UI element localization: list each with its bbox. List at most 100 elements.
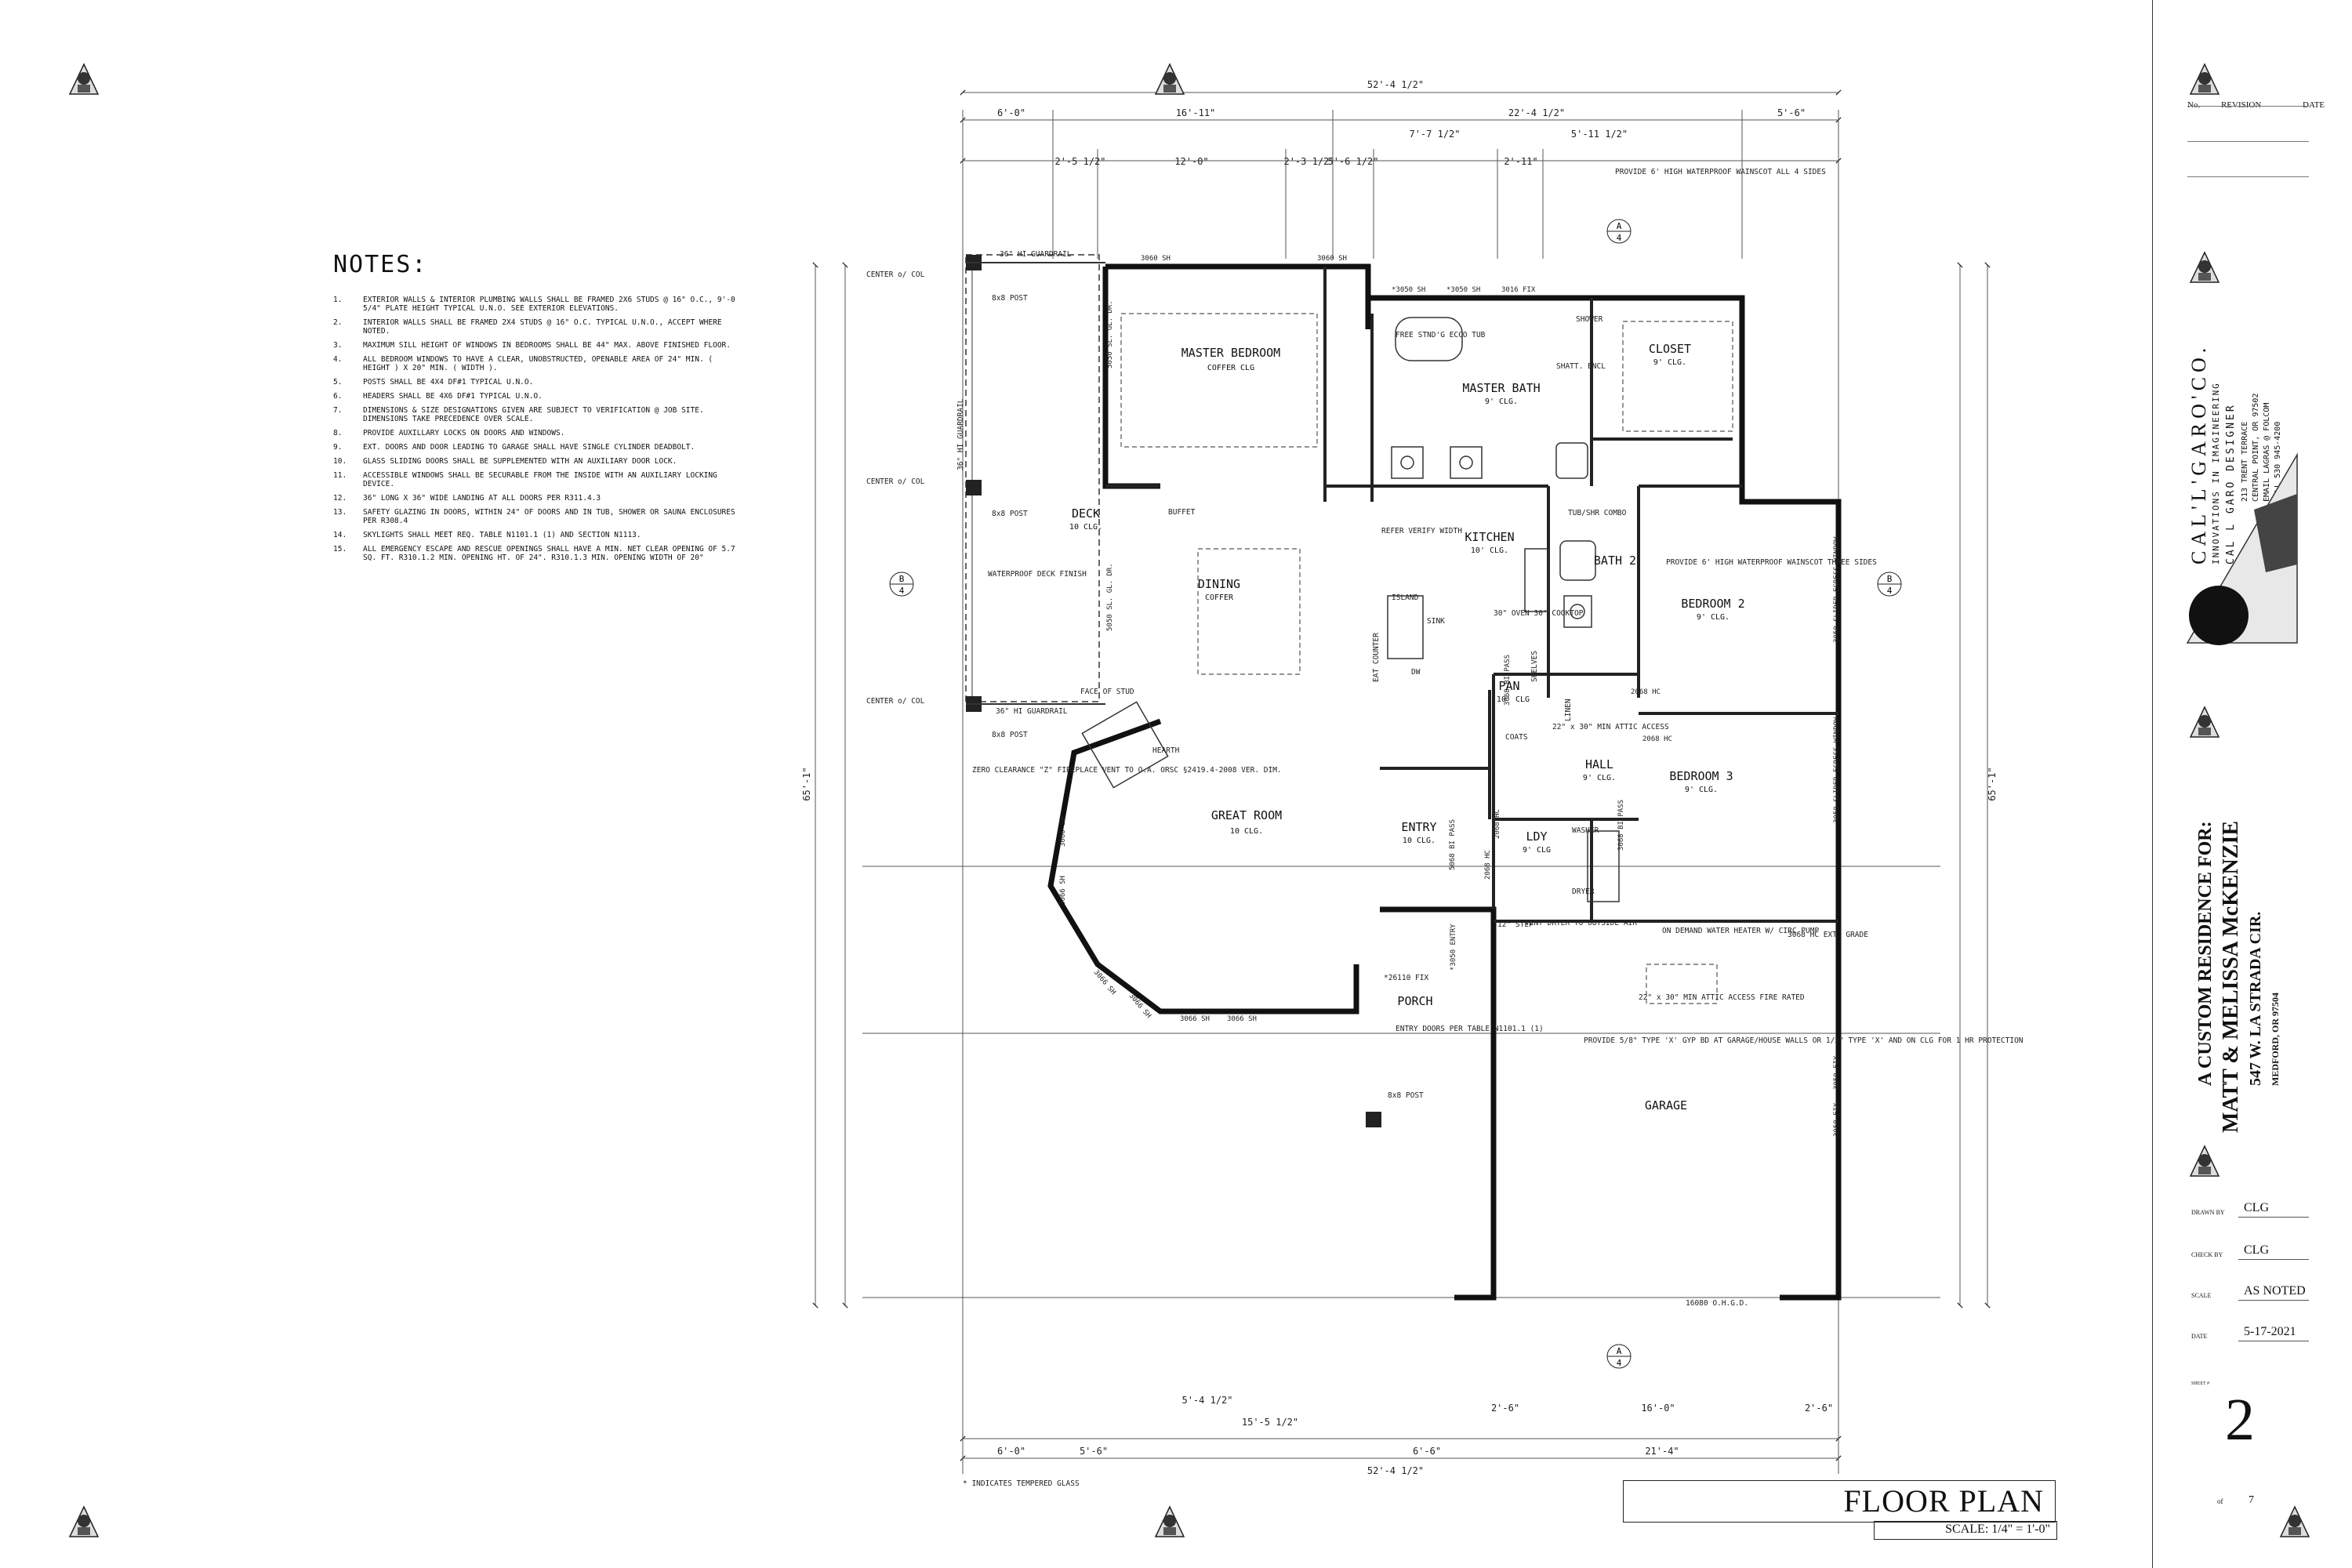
svg-text:8x8 POST: 8x8 POST (1388, 1091, 1424, 1100)
note-item: 7. DIMENSIONS & SIZE DESIGNATIONS GIVEN A… (333, 406, 741, 423)
svg-text:9' CLG.: 9' CLG. (1697, 613, 1730, 622)
svg-text:PORCH: PORCH (1397, 994, 1432, 1008)
note-number: 2. (333, 318, 343, 327)
project-address: 547 W. LA STRADA CIR. (2247, 911, 2264, 1086)
svg-text:LDY: LDY (1526, 829, 1547, 844)
window-door-tag: 3066 SH (1180, 1015, 1210, 1023)
client-name: MATT & MELISSA McKENZIE (2219, 820, 2243, 1133)
note-text: DIMENSIONS & SIZE DESIGNATIONS GIVEN ARE… (363, 406, 704, 423)
window-door-tag: 2068 HC (1631, 688, 1661, 696)
svg-text:REFER VERIFY WIDTH: REFER VERIFY WIDTH (1381, 527, 1462, 535)
svg-text:52'-4 1/2": 52'-4 1/2" (1367, 1465, 1424, 1476)
revision-line-1 (2187, 106, 2309, 107)
window-door-tag: 2068 HC (1484, 850, 1492, 880)
drawn-by-label: DRAWN BY (2191, 1209, 2225, 1216)
window-door-tag: *3050 ENTRY (1450, 924, 1457, 971)
svg-text:4: 4 (1617, 1358, 1622, 1368)
room-bedroom-2: BEDROOM 2 9' CLG. (1681, 597, 1744, 622)
note-number: 7. (333, 406, 343, 415)
svg-text:4: 4 (1887, 586, 1893, 596)
company-logo (2186, 452, 2298, 645)
svg-text:COFFER CLG: COFFER CLG (1207, 364, 1254, 372)
room-bath-2: BATH 2 (1594, 554, 1636, 568)
svg-text:COFFER: COFFER (1205, 593, 1234, 602)
mascot-stamp-icon (1154, 63, 1185, 95)
note-number: 11. (333, 471, 347, 480)
revision-line-2 (2187, 141, 2309, 142)
svg-text:GREAT ROOM: GREAT ROOM (1211, 808, 1282, 822)
svg-text:SINK: SINK (1427, 617, 1445, 626)
note-text: ALL EMERGENCY ESCAPE AND RESCUE OPENINGS… (363, 545, 735, 562)
svg-text:52'-4 1/2": 52'-4 1/2" (1367, 79, 1424, 90)
note-text: ALL BEDROOM WINDOWS TO HAVE A CLEAR, UNO… (363, 355, 713, 372)
svg-text:6'-0": 6'-0" (997, 1446, 1025, 1457)
section-markers: A4 A4 B4 B4 (889, 219, 1902, 1369)
svg-text:10' CLG: 10' CLG (1497, 695, 1530, 704)
svg-text:KITCHEN: KITCHEN (1465, 530, 1514, 544)
svg-text:PROVIDE 6' HIGH WATERPROOF WAI: PROVIDE 6' HIGH WATERPROOF WAINSCOT ALL … (1615, 168, 1826, 176)
note-item: 14.SKYLIGHTS SHALL MEET REQ. TABLE N1101… (333, 531, 741, 539)
note-text: 36" LONG x 36" WIDE LANDING AT ALL DOORS… (363, 494, 601, 503)
svg-text:6'-6": 6'-6" (1413, 1446, 1441, 1457)
svg-text:22" x 30" MIN ATTIC ACCESS FIR: 22" x 30" MIN ATTIC ACCESS FIRE RATED (1639, 993, 1805, 1002)
svg-text:* INDICATES TEMPERED GLASS: * INDICATES TEMPERED GLASS (963, 1479, 1080, 1488)
note-item: 9.EXT. DOORS AND DOOR LEADING TO GARAGE … (333, 443, 741, 452)
svg-text:5'-6 1/2": 5'-6 1/2" (1327, 156, 1378, 167)
svg-text:5'-6": 5'-6" (1080, 1446, 1108, 1457)
revision-header: No. REVISION DATE (2187, 100, 2325, 110)
window-door-tag: 3060 SH (1141, 255, 1171, 263)
svg-text:DW: DW (1411, 668, 1421, 677)
svg-text:5'-4 1/2": 5'-4 1/2" (1181, 1395, 1232, 1406)
svg-text:9' CLG.: 9' CLG. (1685, 786, 1718, 794)
note-number: 12. (333, 494, 347, 503)
sheet-total: 7 (2249, 1494, 2254, 1506)
dimension-labels: 52'-4 1/2" 6'-0" 16'-11" 22'-4 1/2" 5'-6… (801, 79, 1998, 1476)
mascot-stamp-icon (2189, 251, 2220, 283)
svg-text:SHELVES: SHELVES (1530, 651, 1539, 682)
notes-list: 1.EXTERIOR WALLS & INTERIOR PLUMBING WAL… (333, 296, 741, 562)
window-door-tag: 3060 SH (1317, 255, 1347, 263)
svg-text:8x8 POST: 8x8 POST (992, 731, 1028, 739)
title-block (2152, 0, 2352, 1568)
svg-text:SHOWER: SHOWER (1576, 315, 1603, 324)
svg-text:36" HI GUARDRAIL: 36" HI GUARDRAIL (956, 398, 965, 470)
interior-walls (1105, 267, 1838, 923)
mascot-stamp-icon (2189, 63, 2220, 95)
note-number: 6. (333, 392, 343, 401)
window-door-tag: 3050 FIX (1833, 1055, 1841, 1090)
note-number: 8. (333, 429, 343, 437)
deck-outline (965, 254, 1100, 702)
mascot-stamp-icon (2279, 1505, 2310, 1537)
svg-text:65'-1": 65'-1" (801, 767, 812, 800)
notes-heading: NOTES: (333, 251, 428, 278)
note-item: 13. SAFETY GLAZING IN DOORS, WITHIN 24" O… (333, 508, 741, 525)
svg-text:2'-6": 2'-6" (1491, 1403, 1519, 1414)
note-text: SAFETY GLAZING IN DOORS, WITHIN 24" OF D… (363, 508, 735, 525)
window-door-tag: 2068 HC (1494, 809, 1501, 839)
revision-line-3 (2187, 176, 2309, 177)
svg-text:2'-6": 2'-6" (1805, 1403, 1833, 1414)
svg-text:CENTER o/ COL: CENTER o/ COL (866, 697, 925, 706)
check-by-line (2238, 1259, 2309, 1260)
drawing-title-box: FLOOR PLAN (1623, 1480, 2056, 1523)
room-dining: DINING COFFER (1198, 577, 1240, 602)
svg-text:COATS: COATS (1505, 733, 1528, 742)
note-number: 13. (333, 508, 347, 517)
scale-value: AS NOTED (2244, 1284, 2306, 1298)
svg-text:DINING: DINING (1198, 577, 1240, 591)
window-door-tag: 3066 SH (1227, 1015, 1257, 1023)
svg-text:HALL: HALL (1585, 757, 1613, 771)
sheet-of-label: of (2217, 1497, 2223, 1505)
svg-text:B: B (1887, 574, 1893, 584)
svg-text:BEDROOM 2: BEDROOM 2 (1681, 597, 1744, 611)
note-item: 3.MAXIMUM SILL HEIGHT OF WINDOWS IN BEDR… (333, 341, 741, 350)
svg-text:5'-11 1/2": 5'-11 1/2" (1571, 129, 1628, 140)
svg-text:ENTRY: ENTRY (1401, 820, 1436, 834)
svg-text:10 CLG.: 10 CLG. (1069, 523, 1102, 532)
svg-text:12" STEP: 12" STEP (1497, 920, 1534, 929)
